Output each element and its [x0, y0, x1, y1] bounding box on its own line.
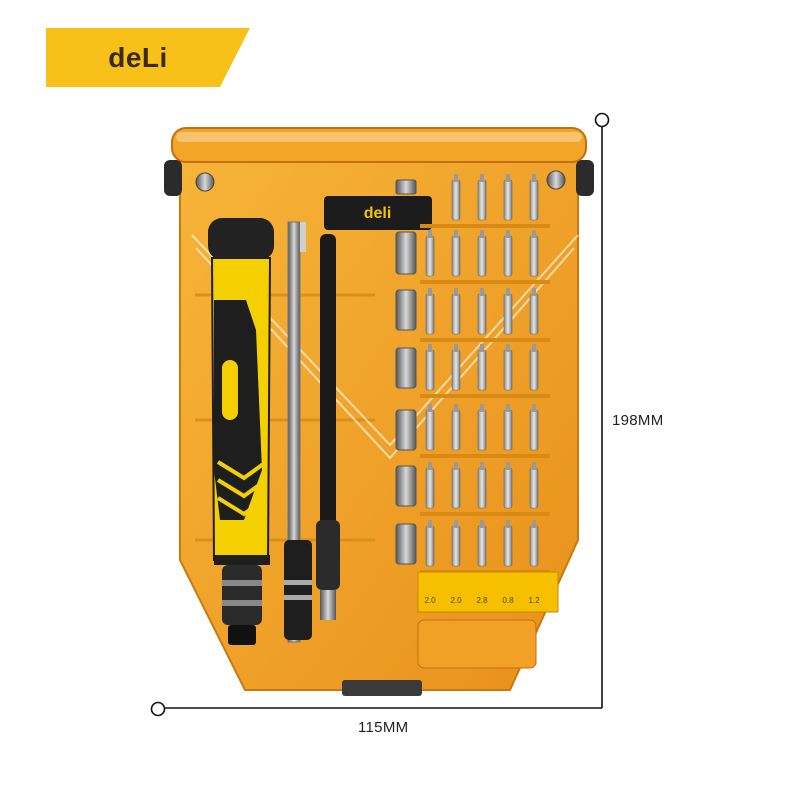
bit-tip: [454, 288, 458, 296]
bit-tip: [506, 288, 510, 296]
bit-tip: [532, 174, 536, 182]
screwdriver-bit: [477, 525, 487, 567]
screwdriver-bit: [477, 179, 487, 221]
bit-tip: [532, 344, 536, 352]
bit-tip: [532, 520, 536, 528]
bit-size-label: 2.8: [476, 596, 488, 605]
bit-tip: [532, 288, 536, 296]
screwdriver-bit: [451, 179, 461, 221]
screwdriver-bit: [503, 235, 513, 277]
bit-tip: [454, 344, 458, 352]
bit-holder-bar: [342, 571, 559, 696]
screwdriver-bit: [477, 349, 487, 391]
bit-shelf: [420, 512, 550, 516]
bit-tip: [454, 174, 458, 182]
bit-tip: [532, 404, 536, 412]
bit-tip: [454, 462, 458, 470]
screwdriver-bit: [529, 409, 539, 451]
flex-shaft: [284, 234, 340, 640]
bit-tip: [428, 230, 432, 238]
banner-shape: [46, 28, 250, 87]
dimension-lines: [165, 121, 603, 709]
screwdriver-bit: [529, 179, 539, 221]
bit-shelf: [420, 224, 550, 228]
bit-tip: [428, 520, 432, 528]
screwdriver-bit: [477, 409, 487, 451]
brand-logo-text: deLi: [108, 41, 168, 73]
screwdriver-bit: [451, 235, 461, 277]
screwdriver-bit: [529, 235, 539, 277]
bit-tip: [480, 344, 484, 352]
bit-tip: [428, 344, 432, 352]
bit-shelf: [420, 280, 550, 284]
screwdriver-bit: [529, 293, 539, 335]
screwdriver-bit: [503, 349, 513, 391]
screwdriver-bit: [425, 293, 435, 335]
screwdriver-bit: [425, 525, 435, 567]
screwdriver-bit: [451, 409, 461, 451]
screwdriver-bit: [477, 235, 487, 277]
sockets-column: [395, 179, 417, 565]
bit-size-label: 1.2: [528, 596, 540, 605]
bit-grid: [420, 174, 550, 574]
height-marker-top: [594, 112, 610, 128]
bit-tip: [506, 462, 510, 470]
bit-size-label: 2.0: [424, 596, 436, 605]
screwdriver-bit: [477, 467, 487, 509]
screwdriver-bit: [503, 293, 513, 335]
screwdriver-bit: [451, 349, 461, 391]
case-logo-plate: [324, 196, 432, 230]
screwdriver-bit: [503, 409, 513, 451]
height-dimension-label: 198MM: [612, 412, 664, 429]
screwdriver-bit: [503, 467, 513, 509]
bit-tip: [428, 462, 432, 470]
bit-tip: [480, 174, 484, 182]
screwdriver-bit: [451, 293, 461, 335]
screwdriver-bit: [425, 409, 435, 451]
screwdriver-handle: [208, 218, 274, 645]
extension-bar: [287, 221, 306, 643]
bit-tip: [506, 230, 510, 238]
bit-tip: [506, 404, 510, 412]
screwdriver-bit: [477, 293, 487, 335]
bit-tip: [532, 230, 536, 238]
screwdriver-bit: [451, 467, 461, 509]
bit-tip: [454, 404, 458, 412]
bit-tip: [454, 520, 458, 528]
bit-tip: [480, 462, 484, 470]
width-marker-left: [150, 701, 166, 717]
screwdriver-bit: [529, 349, 539, 391]
bit-tip: [480, 230, 484, 238]
screwdriver-bit: [503, 525, 513, 567]
bit-shelf: [420, 338, 550, 342]
bit-tip: [428, 288, 432, 296]
bit-tip: [428, 404, 432, 412]
bit-tip: [506, 520, 510, 528]
bit-shelf: [420, 454, 550, 458]
case-logo-text: deli: [363, 205, 392, 222]
bit-size-label: 2.0: [450, 596, 462, 605]
screwdriver-bit: [425, 467, 435, 509]
screwdriver-bit: [529, 467, 539, 509]
screwdriver-bit: [451, 525, 461, 567]
bit-tip: [532, 462, 536, 470]
bit-tip: [480, 288, 484, 296]
bit-shelf: [420, 394, 550, 398]
bit-size-label: 0.8: [502, 596, 514, 605]
screwdriver-bit: [425, 349, 435, 391]
bit-tip: [480, 520, 484, 528]
bit-tip: [480, 404, 484, 412]
brand-banner: deLi: [46, 28, 250, 87]
bit-tip: [454, 230, 458, 238]
bit-tip: [506, 174, 510, 182]
bit-tip: [506, 344, 510, 352]
width-dimension-label: 115MM: [358, 719, 409, 736]
screwdriver-bit: [529, 525, 539, 567]
screwdriver-bit: [425, 235, 435, 277]
screwdriver-bit: [503, 179, 513, 221]
